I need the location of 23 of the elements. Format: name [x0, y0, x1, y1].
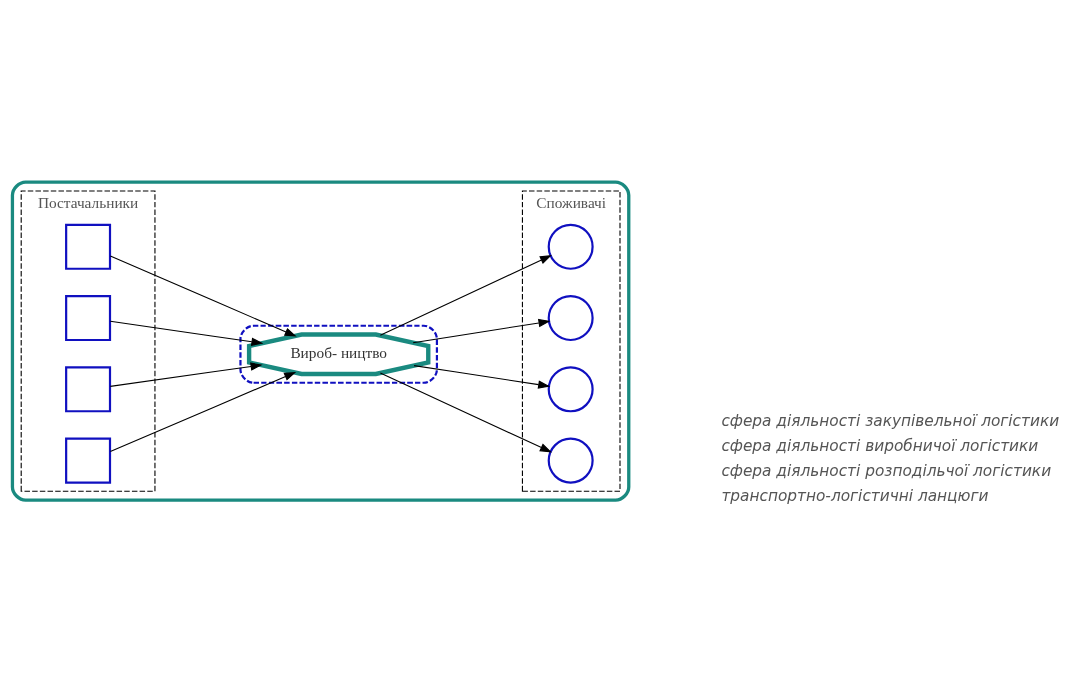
arrow: [379, 372, 552, 453]
node-circle: [547, 437, 594, 484]
legend-label: сфера діяльності виробничої логістики: [721, 436, 1039, 455]
node-box: [65, 295, 112, 342]
legend-label: транспортно-логістичні ланцюги: [721, 487, 989, 506]
arrow: [109, 320, 264, 346]
arrow: [109, 255, 297, 337]
arrow: [109, 362, 263, 387]
node-circle: [547, 295, 594, 342]
cluster: [10, 180, 631, 502]
legend-label: сфера діяльності розподільчої логістики: [721, 462, 1052, 481]
node-box: [65, 437, 112, 484]
node-box: [65, 223, 112, 270]
node-box: [65, 366, 112, 413]
cluster: Споживачі: [521, 190, 621, 492]
node-circle: [547, 366, 594, 413]
cluster: Постачальники: [20, 190, 156, 492]
arrow: [413, 365, 551, 389]
node-circle: [547, 223, 594, 270]
legend-label: сфера діяльності закупівельної логістики: [721, 411, 1060, 430]
arrow: [109, 371, 297, 453]
arrow: [379, 255, 552, 336]
arrow: [412, 318, 551, 344]
